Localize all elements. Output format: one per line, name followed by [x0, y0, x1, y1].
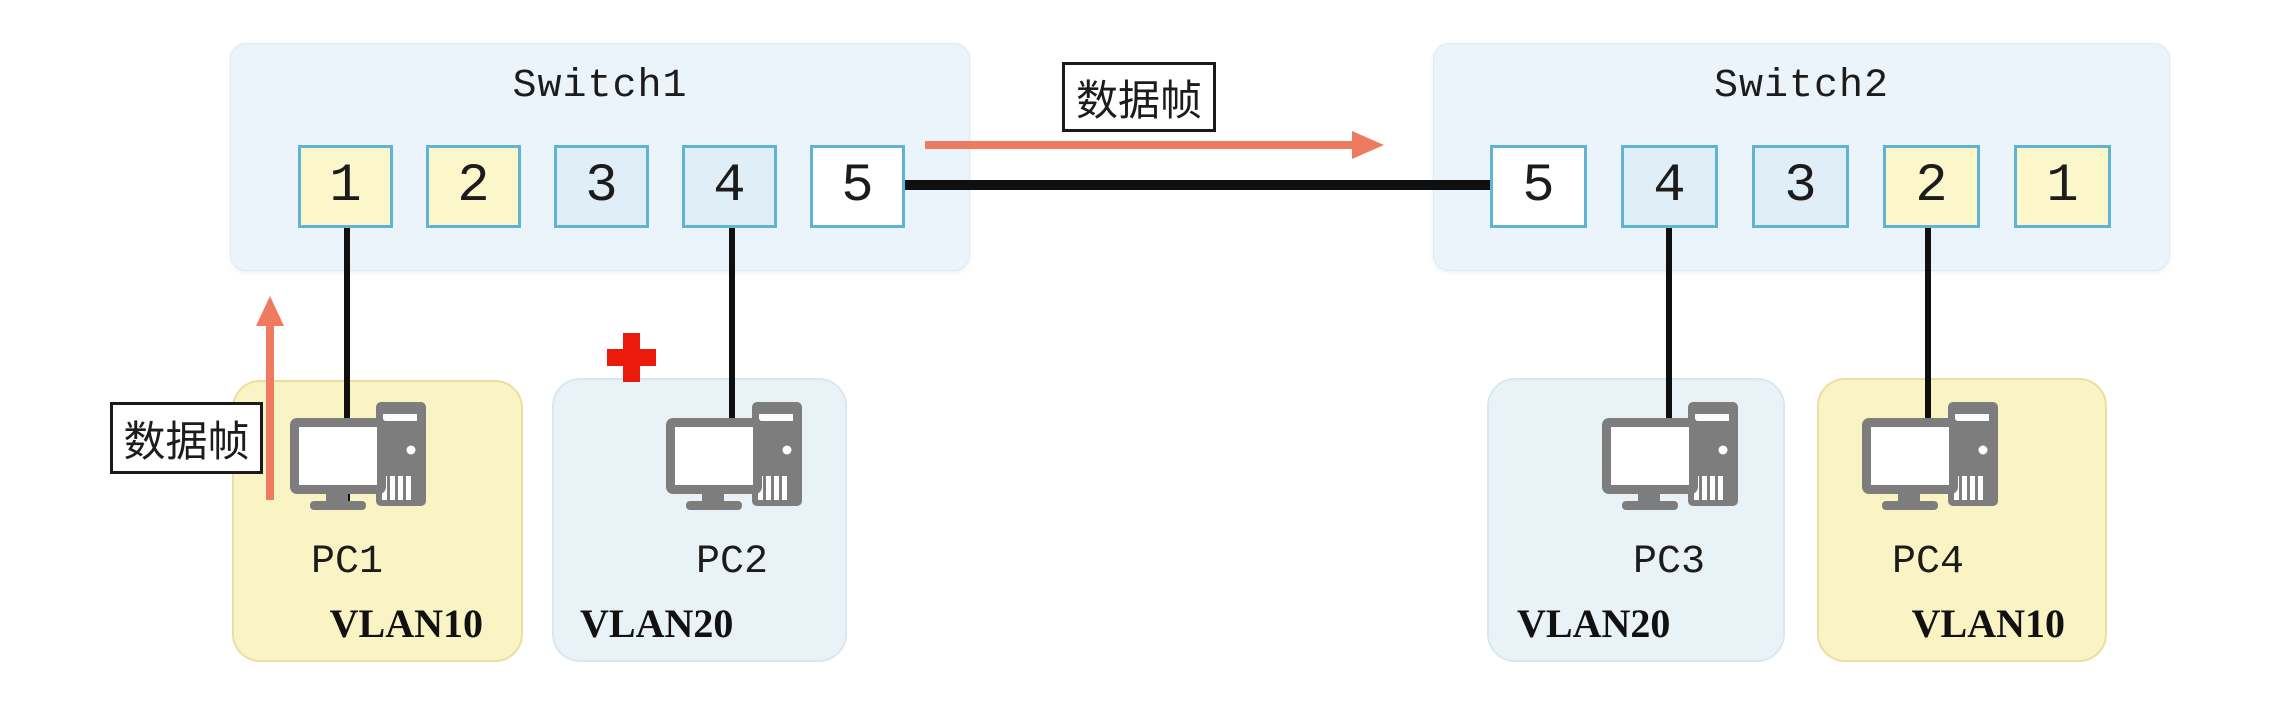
data-frame-label-left: 数据帧 [110, 402, 263, 474]
red-cross-blocked-icon [607, 333, 656, 382]
switch2-port-4: 4 [1621, 145, 1718, 228]
pc4-vlan-label: VLAN10 [1911, 601, 2065, 646]
red-cross-horizontal-bar [607, 349, 656, 366]
pc3-vlan-label: VLAN20 [1517, 601, 1671, 646]
data-frame-label-top: 数据帧 [1062, 62, 1216, 132]
switch1-port-1: 1 [298, 145, 393, 228]
switch1-title: Switch1 [512, 64, 688, 109]
data-frame-arrow-up [266, 320, 274, 500]
switch2-port-3: 3 [1752, 145, 1849, 228]
pc3-computer-icon [1602, 402, 1738, 510]
pc2-name: PC2 [695, 540, 769, 585]
pc1-computer-icon [290, 402, 426, 510]
pc1-name: PC1 [310, 540, 384, 585]
pc1-vlan-label: VLAN10 [329, 601, 483, 646]
switch2-port-2: 2 [1883, 145, 1980, 228]
switch1-port-5: 5 [810, 145, 905, 228]
cable-port2-pc4 [1925, 228, 1931, 430]
switch1-port-2: 2 [426, 145, 521, 228]
switch2-title: Switch2 [1713, 64, 1890, 109]
pc4-computer-icon [1862, 402, 1998, 510]
pc2-vlan-label: VLAN20 [580, 601, 734, 646]
switch2-port-1: 1 [2014, 145, 2111, 228]
cable-port1-pc1 [344, 228, 350, 505]
data-frame-arrow-right [925, 141, 1355, 149]
switch1-port-3: 3 [554, 145, 649, 228]
switch1-port-4: 4 [682, 145, 777, 228]
data-frame-arrow-up-head-icon [256, 296, 284, 326]
cable-port4-pc3 [1666, 228, 1672, 430]
pc3-name: PC3 [1632, 540, 1706, 585]
trunk-cable [905, 180, 1490, 190]
pc4-name: PC4 [1891, 540, 1965, 585]
cable-port4-pc2 [729, 228, 735, 430]
switch2-port-5: 5 [1490, 145, 1587, 228]
data-frame-arrow-right-head-icon [1352, 131, 1384, 159]
pc2-computer-icon [666, 402, 802, 510]
